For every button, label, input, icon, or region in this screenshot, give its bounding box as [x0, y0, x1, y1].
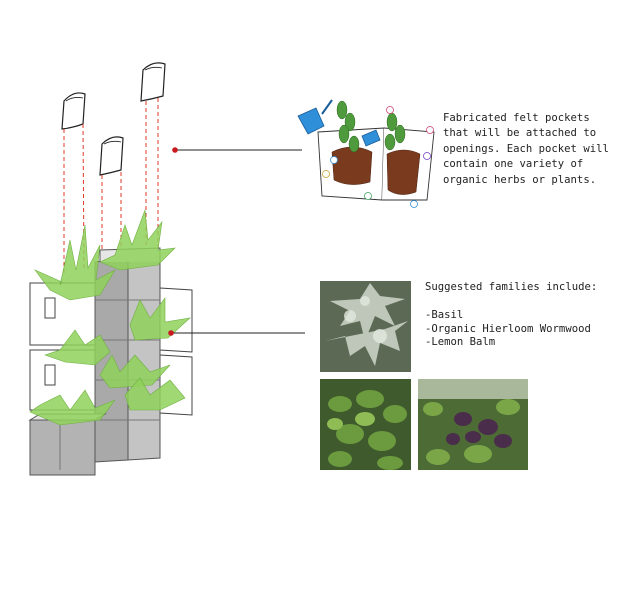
felt-pocket-illustration [292, 92, 442, 212]
planter-wall-diagram [0, 0, 310, 500]
herb-plant-icon [100, 210, 175, 270]
suggested-families: Suggested families include: -Basil -Orga… [425, 281, 635, 350]
felt-pocket-icon [62, 93, 85, 129]
plant-leader-marker [168, 330, 174, 336]
basil-photo [418, 379, 528, 470]
floating-felt-pockets [62, 63, 165, 175]
lemon-balm-photo [320, 379, 411, 470]
felt-pocket-icon [100, 137, 123, 175]
wormwood-photo [320, 281, 411, 372]
families-list: -Basil -Organic Hierloom Wormwood -Lemon… [425, 309, 635, 350]
felt-pocket-leader-marker [172, 147, 178, 153]
list-item: -Organic Hierloom Wormwood [425, 323, 635, 337]
list-item: -Lemon Balm [425, 336, 635, 350]
list-item: -Basil [425, 309, 635, 323]
felt-pocket-caption: Fabricated felt pockets that will be att… [443, 111, 633, 188]
families-title: Suggested families include: [425, 281, 635, 295]
felt-pocket-icon [141, 63, 165, 101]
